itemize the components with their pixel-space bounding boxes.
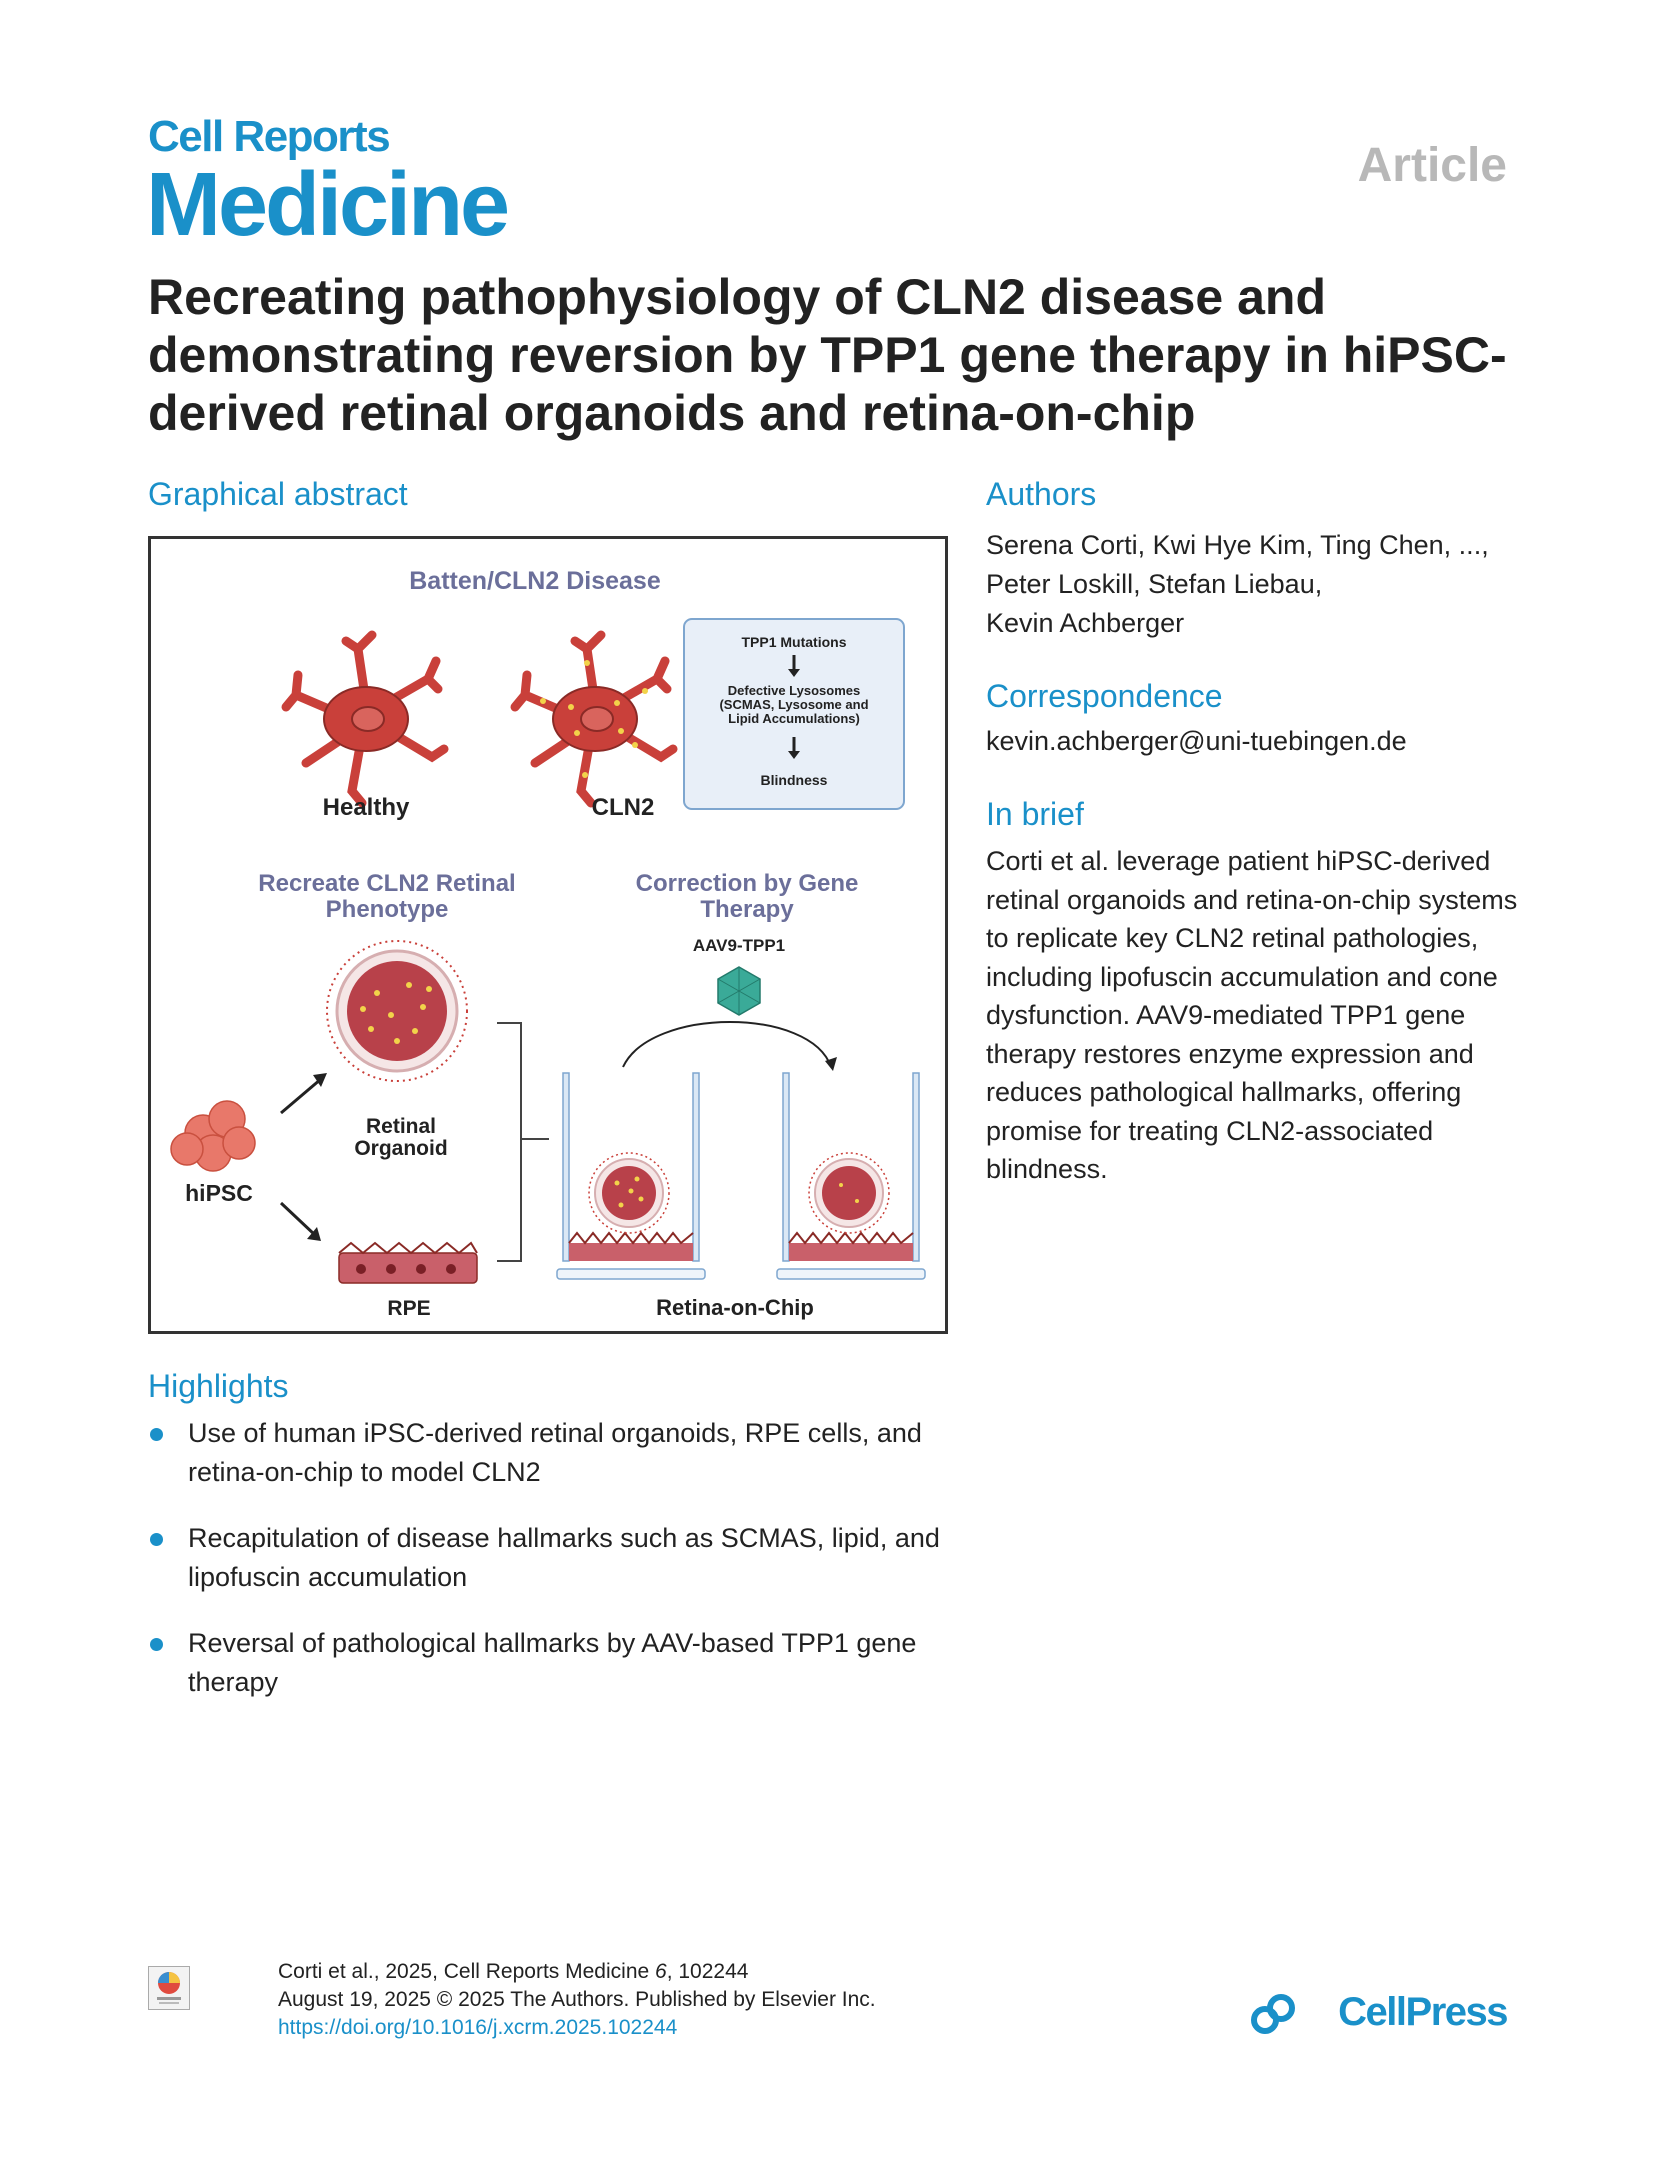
graphical-abstract-figure: Batten/CLN2 Disease Healthy	[148, 536, 948, 1334]
highlights-heading: Highlights	[148, 1368, 289, 1404]
graphical-abstract-svg: Batten/CLN2 Disease Healthy	[170, 567, 926, 1320]
citation-suffix: , 102244	[666, 1960, 749, 1983]
recreate-heading-line1: Recreate CLN2 Retinal	[258, 870, 515, 897]
healthy-label: Healthy	[323, 794, 410, 821]
hipsc-to-organoid-arrow	[280, 1077, 322, 1115]
healthy-cell-icon	[281, 630, 449, 808]
highlight-text: Reversal of pathological hallmarks by AA…	[188, 1628, 917, 1697]
journal-name-line2: Medicine	[146, 155, 510, 255]
citation-line: Corti et al., 2025, Cell Reports Medicin…	[278, 1958, 876, 1986]
hipsc-to-rpe-arrow	[279, 1201, 317, 1237]
correspondence-heading: Correspondence	[986, 678, 1223, 714]
highlight-text: Use of human iPSC-derived retinal organo…	[188, 1418, 922, 1487]
correction-heading-line2: Therapy	[700, 896, 794, 923]
article-title: Recreating pathophysiology of CLN2 disea…	[148, 269, 1507, 441]
cln2-cell-icon	[510, 630, 678, 808]
hipsc-to-rpe-arrowhead	[307, 1227, 321, 1241]
highlight-item: Use of human iPSC-derived retinal organo…	[148, 1414, 968, 1491]
figure-title: Batten/CLN2 Disease	[409, 567, 661, 595]
retina-on-chip-label: Retina-on-Chip	[656, 1295, 814, 1320]
hipsc-label: hiPSC	[185, 1180, 253, 1206]
in-brief-text: Corti et al. leverage patient hiPSC-deri…	[986, 846, 1518, 1184]
highlights-list: Use of human iPSC-derived retinal organo…	[148, 1414, 968, 1729]
treatment-arrowhead	[825, 1057, 837, 1071]
publisher-logo-text[interactable]: CellPress	[1338, 1990, 1508, 2034]
pathway-step2-line3: Lipid Accumulations)	[728, 711, 860, 726]
pathway-step1: TPP1 Mutations	[741, 634, 846, 650]
rpe-label: RPE	[387, 1297, 430, 1320]
doi-link[interactable]: https://doi.org/10.1016/j.xcrm.2025.1022…	[278, 2016, 678, 2039]
citation-prefix: Corti et al., 2025, Cell Reports Medicin…	[278, 1960, 656, 1983]
authors-line: Peter Loskill, Stefan Liebau,	[986, 569, 1323, 599]
pathway-box	[683, 618, 905, 810]
retina-on-chip-untreated-icon	[556, 1072, 706, 1280]
pathway-arrowhead-2	[788, 751, 800, 759]
hipsc-cluster-icon	[170, 1100, 256, 1172]
citation-block: Corti et al., 2025, Cell Reports Medicin…	[278, 1958, 876, 2042]
correspondence-email-link[interactable]: kevin.achberger@uni-tuebingen.de	[986, 726, 1407, 756]
bullet-icon	[150, 1533, 163, 1546]
hipsc-to-organoid-arrowhead	[313, 1073, 327, 1087]
journal-name-line1: Cell Reports	[148, 112, 391, 161]
article-type-label: Article	[1357, 139, 1507, 192]
bullet-icon	[150, 1428, 163, 1441]
authors-list: Serena Corti, Kwi Hye Kim, Ting Chen, ..…	[986, 526, 1546, 643]
authors-line: Kevin Achberger	[986, 608, 1185, 638]
highlight-item: Recapitulation of disease hallmarks such…	[148, 1519, 968, 1596]
pathway-arrowhead-1	[788, 669, 800, 677]
organoid-label-line2: Organoid	[354, 1137, 447, 1160]
authors-heading: Authors	[986, 476, 1097, 512]
authors-line: Serena Corti, Kwi Hye Kim, Ting Chen, ..…	[986, 530, 1489, 560]
aav-virus-icon	[717, 966, 761, 1016]
bullet-icon	[150, 1638, 163, 1651]
pathway-step3: Blindness	[761, 772, 828, 788]
date-line: August 19, 2025 © 2025 The Authors. Publ…	[278, 1988, 876, 2011]
check-for-updates-glyph	[157, 1972, 181, 2004]
graphical-abstract-heading: Graphical abstract	[148, 476, 408, 512]
check-for-updates-icon[interactable]	[148, 1966, 190, 2010]
recreate-heading-line2: Phenotype	[326, 896, 449, 923]
bracket-connector	[497, 1022, 549, 1262]
in-brief-heading: In brief	[986, 796, 1084, 832]
organoid-label-line1: Retinal	[366, 1115, 436, 1138]
citation-volume: 6	[655, 1960, 667, 1983]
retina-on-chip-treated-icon	[776, 1072, 926, 1280]
rpe-layer-icon	[338, 1241, 478, 1284]
pathway-step2-line2: (SCMAS, Lysosome and	[719, 697, 868, 712]
cln2-label: CLN2	[592, 794, 655, 821]
cellpress-logo-icon	[1251, 1994, 1295, 2034]
highlight-item: Reversal of pathological hallmarks by AA…	[148, 1624, 968, 1701]
vector-label: AAV9-TPP1	[693, 936, 785, 955]
highlight-text: Recapitulation of disease hallmarks such…	[188, 1523, 940, 1592]
correction-heading-line1: Correction by Gene	[636, 870, 859, 897]
pathway-step2-line1: Defective Lysosomes	[728, 683, 860, 698]
retinal-organoid-icon	[326, 940, 468, 1082]
treatment-arrow	[622, 1021, 832, 1068]
